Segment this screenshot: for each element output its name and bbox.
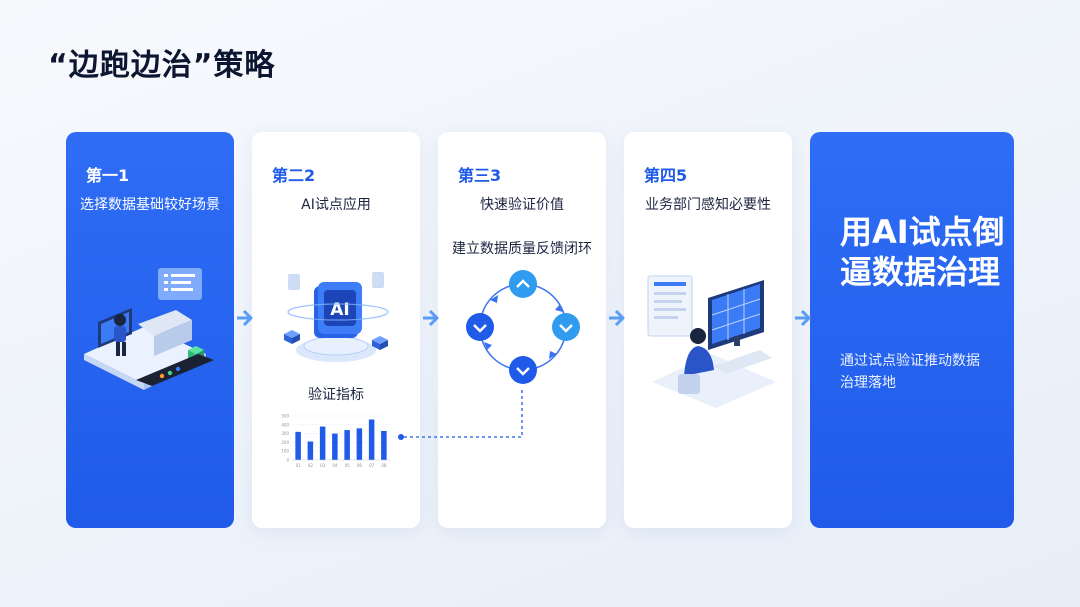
ai-chip-illustration: AI xyxy=(284,272,389,362)
step-card-2: 第二2 AI试点应用 AI 验证指标 500 400 300 200 100 0 01 02 0… xyxy=(252,132,420,528)
x-tick-label: 05 xyxy=(345,463,351,468)
step-card-4: 第四5 业务部门感知必要性 xyxy=(624,132,792,528)
x-tick-label: 06 xyxy=(357,463,363,468)
step-number: 第二2 xyxy=(272,166,316,185)
step-number: 第一1 xyxy=(86,166,130,185)
x-tick-label: 01 xyxy=(296,463,302,468)
x-tick-label: 07 xyxy=(369,463,375,468)
metric-label: 验证指标 xyxy=(308,387,364,403)
floating-panel-icon xyxy=(158,268,202,300)
business-user-illustration xyxy=(647,275,776,408)
step-sub-label: 建立数据质量反馈闭环 xyxy=(452,241,592,257)
y-tick-label: 400 xyxy=(281,422,289,427)
feedback-loop-diagram xyxy=(466,270,580,384)
cube-stack-icon xyxy=(284,330,300,344)
chevron-right-icon xyxy=(237,309,253,327)
card-icon xyxy=(288,274,300,290)
conclusion-card: 用AI试点倒逼数据治理 通过试点验证推动数据治理落地 xyxy=(810,132,1014,528)
chevron-right-icon xyxy=(795,309,811,327)
loop-node-up-icon xyxy=(509,270,537,298)
conclusion-description: 通过试点验证推动数据治理落地 xyxy=(840,353,980,391)
report-document-icon xyxy=(647,275,693,337)
y-tick-label: 500 xyxy=(281,414,289,419)
card-icon xyxy=(372,272,384,288)
cube-stack-icon xyxy=(372,336,388,350)
step-label: AI试点应用 xyxy=(301,197,371,213)
x-tick-label: 03 xyxy=(320,463,326,468)
y-tick-label: 300 xyxy=(281,431,289,436)
conclusion-headline: 用AI试点倒逼数据治理 xyxy=(840,213,1005,291)
bar xyxy=(307,441,314,460)
bar xyxy=(368,419,375,460)
bar xyxy=(319,426,326,460)
bar xyxy=(295,431,301,460)
step-card-1: 第一1 选择数据基础较好场景 xyxy=(66,132,234,528)
bar xyxy=(332,433,338,460)
x-tick-label: 04 xyxy=(332,463,338,468)
ai-chip-label: AI xyxy=(330,300,349,320)
bar xyxy=(356,428,363,460)
feedback-connector xyxy=(398,388,523,440)
keyboard-icon xyxy=(136,354,214,386)
y-tick-label: 0 xyxy=(286,458,289,463)
workstation-illustration xyxy=(84,268,214,390)
chevron-right-icon xyxy=(423,309,439,327)
step-card-3: 第三3 快速验证价值 建立数据质量反馈闭环 xyxy=(438,132,606,528)
loop-node-check-icon xyxy=(552,313,580,341)
bar xyxy=(344,430,350,460)
step-label: 业务部门感知必要性 xyxy=(645,197,771,213)
x-tick-label: 02 xyxy=(308,463,314,468)
step-number: 第四5 xyxy=(644,166,688,185)
y-tick-label: 100 xyxy=(281,449,289,454)
step-label: 快速验证价值 xyxy=(480,197,564,213)
loop-node-check-icon xyxy=(509,356,537,384)
person-avatar xyxy=(678,328,714,394)
metric-bar-chart: 500 400 300 200 100 0 01 02 03 04 05 06 07 08 xyxy=(281,414,390,468)
chevron-right-icon xyxy=(609,309,625,327)
ai-chip-icon: AI xyxy=(314,282,362,338)
bar xyxy=(381,430,387,460)
step-label: 选择数据基础较好场景 xyxy=(80,197,220,213)
step-number: 第三3 xyxy=(458,166,502,185)
page-title: “边跑边治”策略 xyxy=(48,48,276,83)
loop-node-check-icon xyxy=(466,313,494,341)
y-tick-label: 200 xyxy=(281,440,289,445)
x-tick-label: 08 xyxy=(381,463,387,468)
monitor-icon xyxy=(708,280,764,350)
